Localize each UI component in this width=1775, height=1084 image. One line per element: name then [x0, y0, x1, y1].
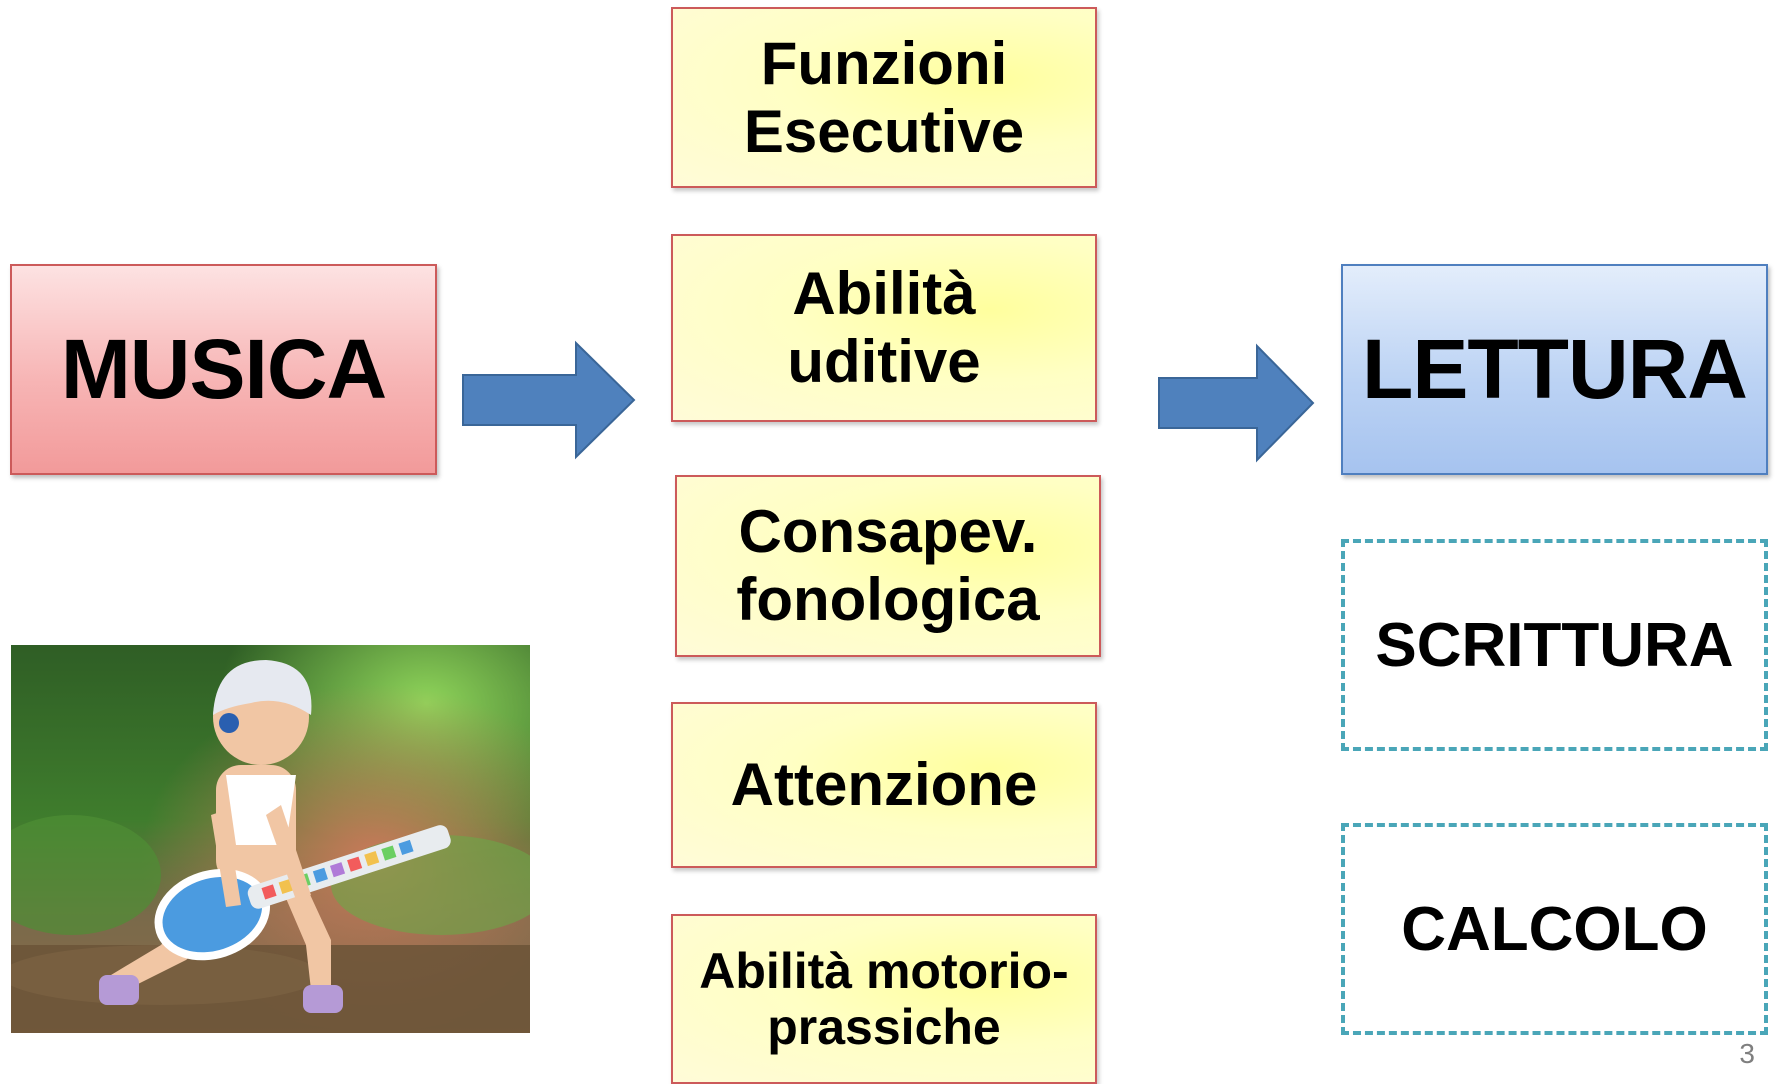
- calcolo-label: CALCOLO: [1401, 894, 1708, 964]
- mediator-line: prassiche: [767, 999, 1001, 1055]
- arrow-right-icon: [1158, 343, 1315, 463]
- scrittura-box: SCRITTURA: [1341, 539, 1768, 751]
- mediator-line: Consapev.: [738, 498, 1038, 566]
- mediator-line: Esecutive: [743, 97, 1025, 165]
- lettura-box: LETTURA: [1341, 264, 1768, 475]
- mediator-line: uditive: [787, 328, 981, 395]
- mediator-box-phonological-awareness: Consapev. fonologica: [675, 475, 1101, 657]
- calcolo-box: CALCOLO: [1341, 823, 1768, 1035]
- mediator-box-attention: Attenzione: [671, 702, 1097, 868]
- page-number: 3: [1739, 1038, 1755, 1069]
- mediator-line: fonologica: [736, 566, 1040, 633]
- mediator-box-executive-functions: Funzioni Esecutive: [671, 7, 1097, 188]
- mediator-line: Funzioni: [760, 29, 1008, 97]
- arrow-right-icon: [462, 340, 636, 460]
- mediator-line: Attenzione: [730, 751, 1038, 819]
- mediator-box-motor-skills: Abilità motorio- prassiche: [671, 914, 1097, 1084]
- mediator-line: Abilità motorio-: [699, 942, 1069, 999]
- child-guitar-photo: [11, 645, 530, 1033]
- scrittura-label: SCRITTURA: [1375, 610, 1734, 680]
- musica-label: MUSICA: [60, 322, 387, 416]
- lettura-label: LETTURA: [1362, 322, 1748, 416]
- mediator-box-auditory-skills: Abilità uditive: [671, 234, 1097, 422]
- musica-box: MUSICA: [10, 264, 437, 475]
- mediator-line: Abilità: [792, 260, 976, 328]
